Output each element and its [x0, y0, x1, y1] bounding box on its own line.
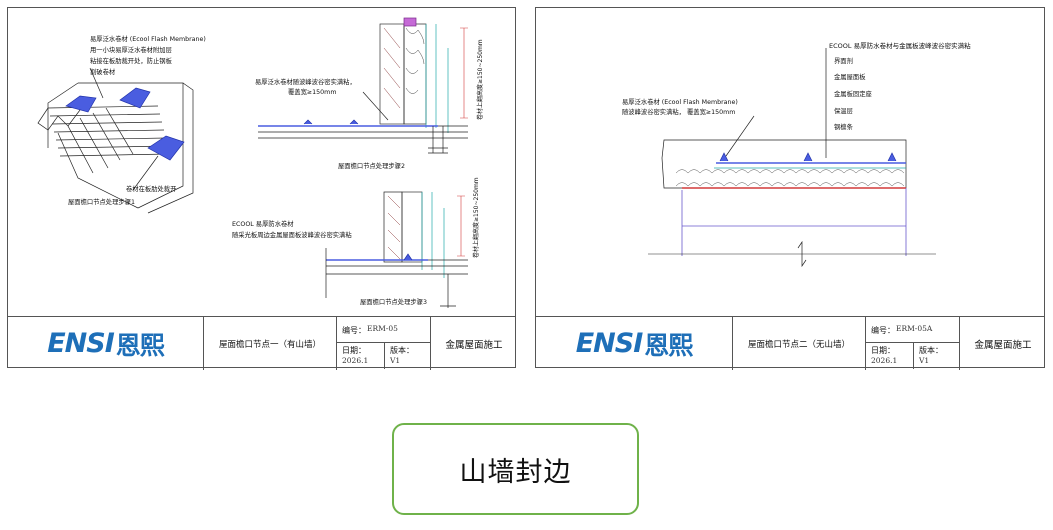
drawing-area-1: 易厚泛水卷材 (Ecool Flash Membrane) 用一小块易厚泛水卷材…: [8, 8, 515, 316]
drawing-name: 屋面檐口节点二（无山墙）: [733, 317, 866, 370]
layer-labels: 界面剂 金属屋面板 金属板固定座 保温层 钢檩条: [834, 56, 874, 131]
date-label: 日期：: [871, 346, 895, 355]
code-label: 编号：: [871, 326, 895, 335]
version-label: 版本：: [390, 346, 414, 355]
logo-wordmark: ENSI: [47, 328, 115, 359]
note-line: 用一小块易厚泛水卷材附加层: [90, 45, 172, 54]
title-block: ENSI 恩熙 屋面檐口节点二（无山墙） 编号： ERM-05A 日期： 202…: [536, 316, 1044, 370]
logo-wordmark: ENSI: [575, 328, 644, 359]
version-value: V1: [390, 356, 401, 365]
layer-label: 钢檩条: [834, 122, 854, 131]
section-detail-2: [258, 17, 468, 154]
code-value: ERM-05A: [896, 324, 933, 333]
logo-cell: ENSI 恩熙: [8, 317, 204, 370]
drawing-sheet-2: ECOOL 易厚防水卷材与金属板波峰波谷密实满粘 界面剂 金属屋面板 金属板固定…: [535, 7, 1045, 370]
date-version-row: 日期： 2026.1 版本： V1: [866, 343, 960, 369]
version-value: V1: [919, 356, 930, 365]
note-line: 易厚泛水卷材随波峰波谷密实满粘，: [255, 77, 356, 86]
code-row: 编号： ERM-05: [337, 317, 431, 343]
caption-text: 山墙封边: [459, 456, 572, 488]
layer-label: 保温层: [834, 106, 853, 115]
code-label: 编号：: [342, 326, 366, 335]
note-line: 易厚泛水卷材 (Ecool Flash Membrane): [90, 34, 206, 43]
step-1-caption: 屋面檐口节点处理步骤1: [68, 197, 135, 206]
flash-membrane-note: 易厚泛水卷材 (Ecool Flash Membrane) 用一小块易厚泛水卷材…: [90, 34, 208, 76]
flash-note-2: 易厚泛水卷材 (Ecool Flash Membrane) 随波峰波谷密实满粘，…: [622, 97, 740, 116]
drawing-area-2: ECOOL 易厚防水卷材与金属板波峰波谷密实满粘 界面剂 金属屋面板 金属板固定…: [536, 8, 1044, 316]
logo-chinese: 恩熙: [115, 330, 165, 360]
logo-cell: ENSI 恩熙: [536, 317, 733, 370]
date-value: 2026.1: [871, 356, 898, 365]
overlap-note-2: 易厚泛水卷材随波峰波谷密实满粘， 覆盖宽≥150mm: [255, 77, 358, 96]
brand-logo: ENSI 恩熙: [575, 326, 694, 362]
meta-cell: 编号： ERM-05 日期： 2026.1 版本： V1: [337, 317, 431, 370]
membrane-cut-note: 卷材在板肋处裁开: [126, 184, 176, 193]
code-row: 编号： ERM-05A: [866, 317, 960, 343]
date-label: 日期：: [342, 346, 366, 355]
title-block: ENSI 恩熙 屋面檐口节点一（有山墙） 编号： ERM-05 日期： 2026…: [8, 316, 515, 370]
project-name: 金属屋面施工: [974, 339, 1032, 351]
caption-box: 山墙封边: [392, 423, 639, 515]
date-version-row: 日期： 2026.1 版本： V1: [337, 343, 431, 369]
layer-label: 界面剂: [834, 56, 853, 65]
layer-label: 金属屋面板: [834, 72, 866, 81]
drawing-sheet-1: 易厚泛水卷材 (Ecool Flash Membrane) 用一小块易厚泛水卷材…: [7, 7, 516, 370]
drawing-name: 屋面檐口节点一（有山墙）: [204, 317, 337, 370]
note-line: 随波峰波谷密实满粘， 覆盖宽≥150mm: [622, 107, 735, 116]
step-3-caption: 屋面檐口节点处理步骤3: [360, 297, 427, 306]
step-2-caption: 屋面檐口节点处理步骤2: [338, 161, 405, 170]
note-line: ECOOL 易厚防水卷材: [232, 219, 294, 228]
note-line: 割破卷材: [90, 67, 116, 76]
brand-logo: ENSI 恩熙: [47, 326, 165, 362]
note-line: 易厚泛水卷材 (Ecool Flash Membrane): [622, 97, 738, 106]
upturn-height-dim-3: 卷材上翻高度≥150~250mm: [472, 177, 480, 258]
eave-detail-drawing-2: ECOOL 易厚防水卷材与金属板波峰波谷密实满粘 界面剂 金属屋面板 金属板固定…: [622, 41, 971, 268]
eave-detail-drawing-1: 易厚泛水卷材 (Ecool Flash Membrane) 用一小块易厚泛水卷材…: [37, 17, 484, 308]
date-value: 2026.1: [342, 356, 369, 365]
note-line: 覆盖宽≥150mm: [288, 87, 336, 96]
section-detail-no-gable: [648, 48, 936, 268]
code-value: ERM-05: [367, 324, 398, 333]
version-label: 版本：: [919, 346, 943, 355]
meta-cell: 编号： ERM-05A 日期： 2026.1 版本： V1: [866, 317, 960, 370]
logo-chinese: 恩熙: [644, 330, 693, 360]
ecool-note-3: ECOOL 易厚防水卷材 随采光板周边金属屋面板波峰波谷密实满粘: [232, 219, 352, 239]
top-ecool-note: ECOOL 易厚防水卷材与金属板波峰波谷密实满粘: [829, 41, 971, 50]
isometric-roof-view: [37, 67, 194, 214]
project-name: 金属屋面施工: [445, 339, 503, 351]
section-detail-3: [325, 191, 468, 308]
note-line: 粘接在板肋裁开处，防止钢板: [90, 56, 173, 65]
layer-label: 金属板固定座: [834, 89, 872, 98]
upturn-height-dim-2: 卷材上翻高度≥150~250mm: [476, 39, 484, 120]
note-line: 随采光板周边金属屋面板波峰波谷密实满粘: [232, 230, 352, 239]
